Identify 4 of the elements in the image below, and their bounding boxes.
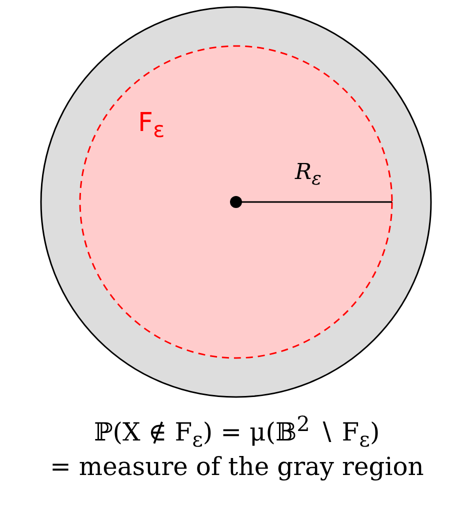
formula-text: = measure of the gray region [50, 452, 424, 481]
radius-label: R$_{ε}$ [295, 160, 322, 190]
formula-text: ℙ(X ∉ F$_{ε}$) = μ(𝔹$^{2}$ ∖ F$_{ε}$) [94, 412, 380, 452]
set-label: F$_{ε}$ [138, 108, 165, 144]
